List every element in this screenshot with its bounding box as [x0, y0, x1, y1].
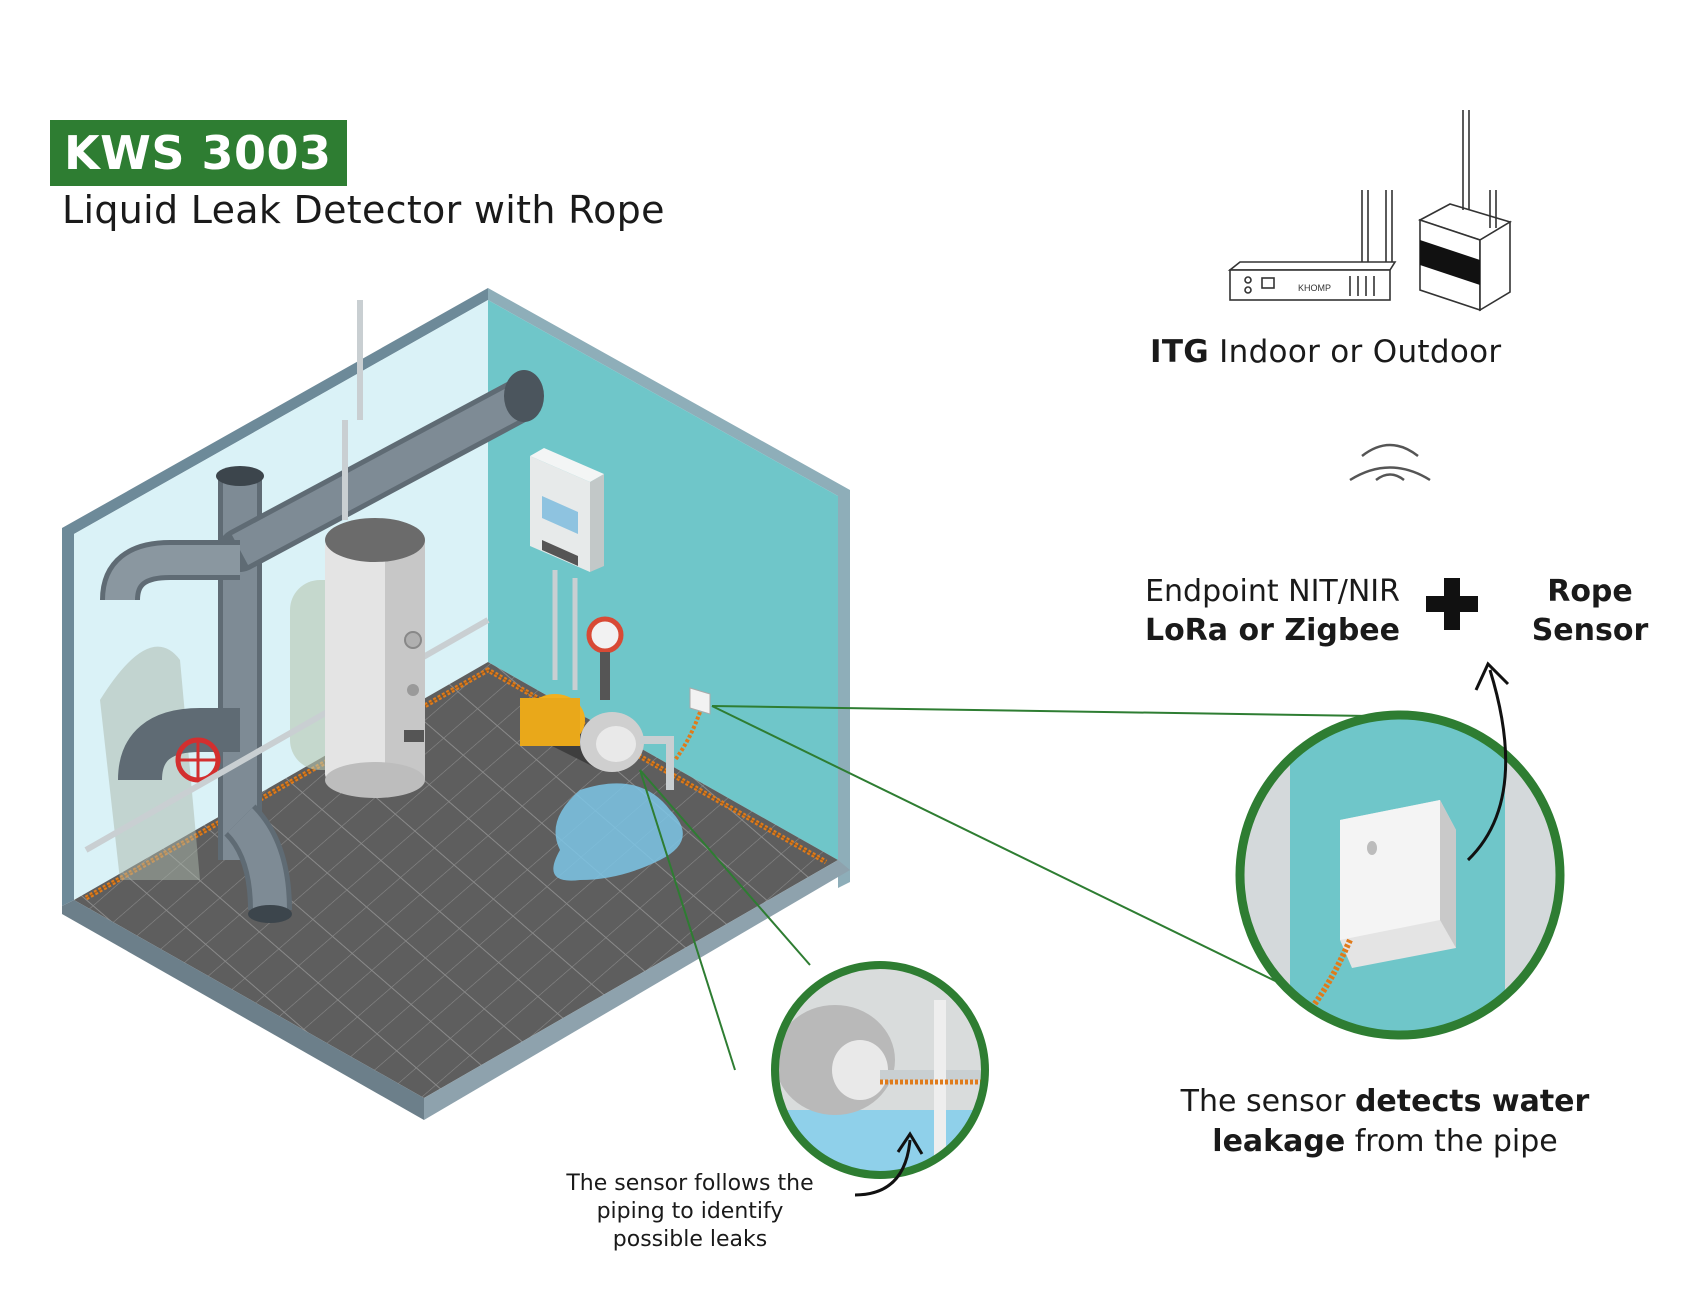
- product-subtitle: Liquid Leak Detector with Rope: [62, 188, 665, 232]
- endpoint-device-small: [673, 687, 711, 762]
- follow-caption: The sensor follows the piping to identif…: [566, 1171, 814, 1252]
- right-wall: [488, 300, 838, 860]
- gateway-brand-text: KHOMP: [1298, 283, 1331, 293]
- callout-lines: [639, 705, 1371, 1071]
- gateway-indoor-device: [1227, 190, 1397, 301]
- arrow-to-pipe-zoom-icon: [854, 1131, 924, 1197]
- tiled-floor: [74, 662, 838, 1098]
- arrow-to-rope-sensor-icon: [1466, 661, 1510, 862]
- rope-sensor-label: Rope Sensor: [1531, 574, 1649, 648]
- water-pump: [520, 616, 674, 790]
- gateway-outdoor-device: [1417, 110, 1512, 312]
- zoom-circle-pipe: [771, 961, 989, 1179]
- water-puddle: [553, 783, 683, 881]
- grey-pipe-network: [84, 300, 544, 923]
- detect-caption: The sensor detects water leakage from th…: [1180, 1084, 1590, 1159]
- product-badge: KWS 3003: [50, 120, 347, 186]
- room-illustration: [62, 288, 850, 1120]
- wireless-signal-icon: [1349, 443, 1431, 482]
- plus-icon: [1426, 578, 1478, 630]
- water-heater-tank: [325, 518, 425, 798]
- gateway-label: ITG Indoor or Outdoor: [1150, 334, 1502, 370]
- control-panel-box: [530, 448, 604, 690]
- zoom-circle-wall-device: [1235, 710, 1565, 1040]
- endpoint-label: Endpoint NIT/NIR LoRa or Zigbee: [1144, 574, 1400, 648]
